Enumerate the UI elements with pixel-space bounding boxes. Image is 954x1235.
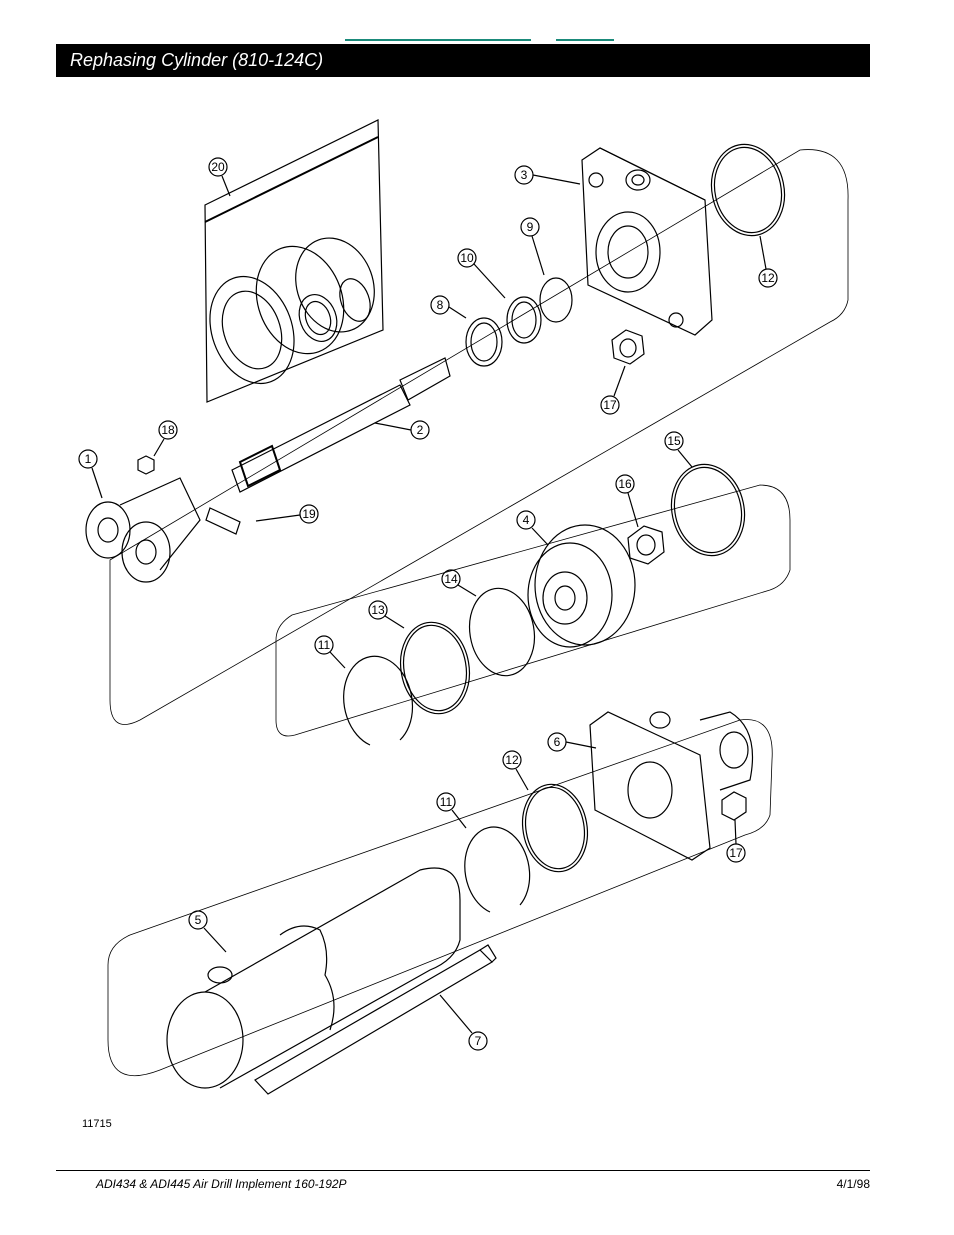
part-oring-12-bottom-inner <box>524 786 586 870</box>
svg-text:19: 19 <box>302 507 316 521</box>
outline-gland-assembly <box>109 149 849 725</box>
part-tie-rod <box>254 944 497 1095</box>
callout-3: 3 <box>514 165 581 185</box>
callout-12-top: 12 <box>758 235 778 288</box>
part-end-cap-3 <box>581 147 713 336</box>
footer-date: 4/1/98 <box>836 1177 870 1191</box>
callout-12-bottom: 12 <box>502 750 529 791</box>
footer-rule <box>56 1170 870 1171</box>
svg-text:1: 1 <box>85 452 92 466</box>
callouts: 20 3 12 9 10 8 17 2 <box>78 157 778 1051</box>
part-end-cap-6 <box>589 711 754 861</box>
part-clevis <box>85 477 201 583</box>
part-nut-18 <box>137 455 155 475</box>
svg-text:14: 14 <box>444 572 458 586</box>
part-oring-15-inner <box>673 466 743 554</box>
part-oring-12-top-inner <box>713 146 783 234</box>
part-seal-8-inner <box>470 322 498 362</box>
svg-text:12: 12 <box>505 753 519 767</box>
svg-text:7: 7 <box>475 1034 482 1048</box>
part-snap-ring-11-mid <box>343 655 414 746</box>
part-seal-10 <box>506 296 542 344</box>
part-nut-17-top <box>611 329 645 365</box>
callout-11-mid: 11 <box>314 635 346 669</box>
callout-20: 20 <box>208 157 231 197</box>
svg-text:8: 8 <box>437 298 444 312</box>
callout-16: 16 <box>615 474 639 528</box>
svg-text:5: 5 <box>195 913 202 927</box>
svg-text:3: 3 <box>521 168 528 182</box>
exploded-parts-diagram: 20 3 12 9 10 8 17 2 <box>78 119 849 1095</box>
callout-1: 1 <box>78 449 103 499</box>
svg-text:17: 17 <box>729 846 743 860</box>
part-piston-rod <box>231 357 451 493</box>
part-seal-9 <box>539 277 573 323</box>
callout-10: 10 <box>457 248 506 299</box>
callout-7: 7 <box>439 994 488 1051</box>
nav-link-2[interactable] <box>556 39 614 41</box>
callout-19: 19 <box>255 504 319 524</box>
part-oring-15 <box>670 463 746 557</box>
svg-text:6: 6 <box>554 735 561 749</box>
callout-9: 9 <box>520 217 545 276</box>
part-seal-13 <box>399 621 471 715</box>
outline-barrel-assembly <box>107 719 773 1077</box>
page-title: Rephasing Cylinder (810-124C) <box>70 50 324 70</box>
title-bar: Rephasing Cylinder (810-124C) <box>56 44 870 77</box>
svg-text:15: 15 <box>667 434 681 448</box>
part-nut-17-bottom <box>721 791 747 821</box>
part-barrel <box>166 867 461 1089</box>
callout-11-bottom: 11 <box>436 792 467 829</box>
part-seal-13-inner <box>402 624 468 712</box>
callout-13: 13 <box>368 600 405 629</box>
callout-17-top: 17 <box>600 365 626 415</box>
svg-text:20: 20 <box>211 160 225 174</box>
part-seal-10-inner <box>511 301 537 339</box>
part-snap-ring-11-bottom <box>464 826 531 913</box>
callout-4: 4 <box>516 510 549 546</box>
nav-link-1[interactable] <box>345 39 531 41</box>
svg-text:12: 12 <box>761 271 775 285</box>
svg-text:11: 11 <box>318 638 331 652</box>
svg-text:4: 4 <box>523 513 530 527</box>
callout-5: 5 <box>188 910 227 953</box>
svg-text:18: 18 <box>161 423 175 437</box>
callout-8: 8 <box>430 295 467 319</box>
part-nut-16 <box>627 525 665 565</box>
part-oring-12-bottom <box>521 783 589 873</box>
svg-text:17: 17 <box>603 398 617 412</box>
part-seal-8 <box>465 317 503 367</box>
callout-17-bottom: 17 <box>726 819 746 863</box>
svg-text:9: 9 <box>527 220 534 234</box>
part-piston <box>527 524 636 648</box>
footer-document-title: ADI434 & ADI445 Air Drill Implement 160-… <box>96 1177 347 1191</box>
part-seal-kit-bag <box>204 119 384 403</box>
callout-18: 18 <box>153 420 178 457</box>
svg-text:16: 16 <box>618 477 632 491</box>
svg-text:13: 13 <box>371 603 385 617</box>
svg-text:2: 2 <box>417 423 424 437</box>
callout-2: 2 <box>374 420 430 440</box>
svg-text:10: 10 <box>460 251 474 265</box>
figure-number: 11715 <box>82 1118 112 1130</box>
part-screw-19 <box>205 507 241 535</box>
callout-14: 14 <box>441 569 477 597</box>
part-oring-12-top <box>710 143 786 237</box>
outline-piston-assembly <box>275 484 791 737</box>
svg-text:11: 11 <box>440 795 453 809</box>
part-seal-14 <box>468 587 536 677</box>
callout-6: 6 <box>547 732 597 752</box>
callout-15: 15 <box>664 431 693 468</box>
